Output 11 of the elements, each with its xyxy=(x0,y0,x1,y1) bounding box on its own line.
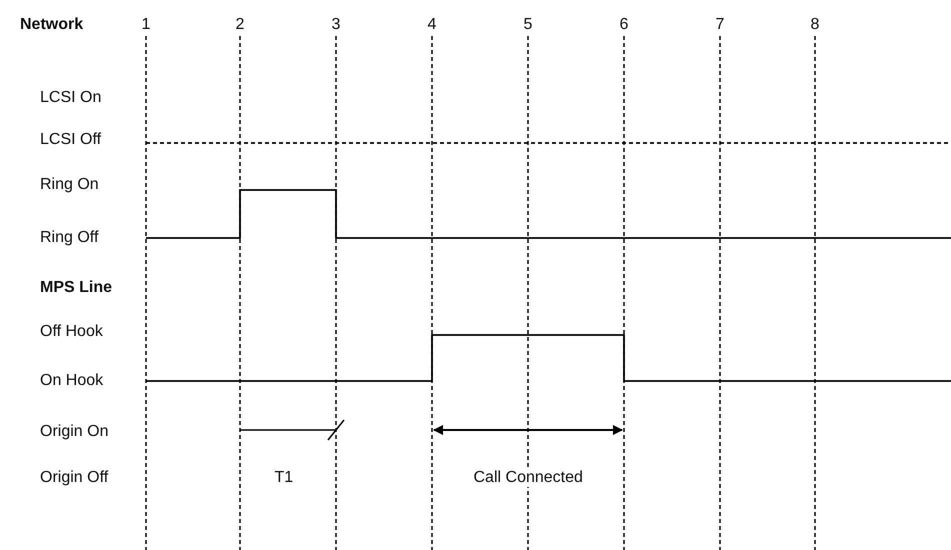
signal-label: Ring On xyxy=(40,176,99,194)
signal-label: LCSI Off xyxy=(40,131,102,149)
signal-label: Off Hook xyxy=(40,323,103,341)
signal-label: Origin On xyxy=(40,423,108,441)
signal-label: On Hook xyxy=(40,372,104,390)
signal-label: Ring Off xyxy=(40,229,98,247)
signal-label: LCSI On xyxy=(40,89,102,107)
section-heading: MPS Line xyxy=(40,279,112,297)
duration-label: Call Connected xyxy=(472,469,585,487)
signal-label: Origin Off xyxy=(40,469,108,487)
column-heading: Network xyxy=(20,16,84,34)
